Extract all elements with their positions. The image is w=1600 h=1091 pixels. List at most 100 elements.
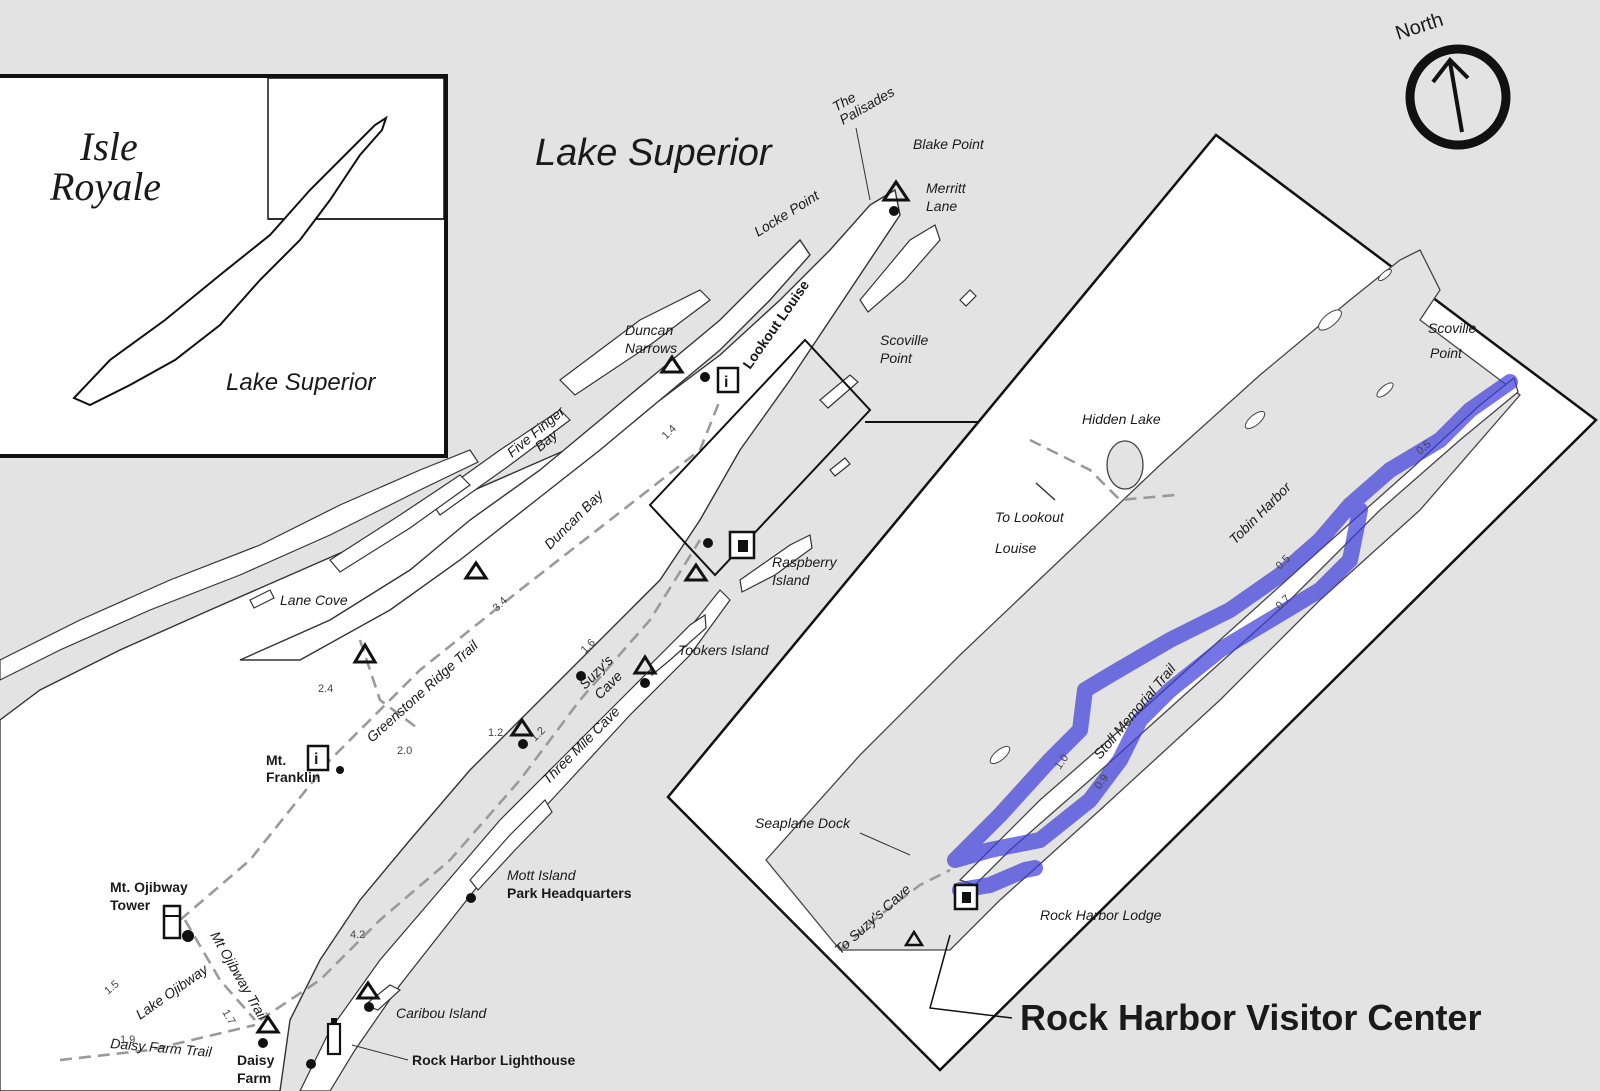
campground-icon bbox=[659, 354, 685, 374]
location-dot bbox=[889, 206, 899, 216]
detail-scoville-point-label-1: Scoville bbox=[1428, 320, 1476, 336]
mt-ojibway-trail-path bbox=[183, 919, 256, 1021]
to-lookout-louise-label-2: Louise bbox=[995, 540, 1036, 556]
small-islands bbox=[249, 224, 977, 1011]
location-dot bbox=[336, 766, 344, 774]
scoville-point-label-1: Scoville bbox=[880, 332, 928, 348]
trails bbox=[59, 399, 722, 1062]
mt-franklin-label-2: Franklin bbox=[266, 769, 320, 785]
lodging-icon bbox=[953, 883, 979, 911]
information-icon: i bbox=[716, 366, 740, 394]
five-finger-point-1 bbox=[559, 289, 711, 396]
lane-cove-label: Lane Cove bbox=[280, 592, 348, 608]
scoville-point-label-2: Point bbox=[880, 350, 913, 366]
trail-distance: 4.2 bbox=[350, 929, 365, 941]
campground-icon bbox=[632, 654, 658, 675]
north-arrow-icon bbox=[1405, 44, 1511, 150]
detail-islet bbox=[1378, 268, 1392, 282]
raspberry-island-label-2: Island bbox=[772, 572, 811, 588]
detail-suzys-cave-trail bbox=[839, 868, 951, 951]
three-mile-label: Three Mile Cave bbox=[539, 703, 623, 787]
detail-islet bbox=[989, 745, 1011, 765]
location-dot bbox=[466, 893, 476, 903]
palisades-leader bbox=[855, 127, 871, 201]
detail-panel: Scoville Point Hidden Lake Tobin Harbor … bbox=[666, 133, 1598, 1072]
lighthouse-leader bbox=[351, 1044, 409, 1061]
detail-water bbox=[765, 249, 1521, 951]
inset-title-line-2: Royale bbox=[49, 164, 161, 209]
northwest-shore bbox=[0, 449, 479, 681]
inset-title-line-1: Isle bbox=[79, 124, 138, 169]
merritt-islets bbox=[859, 224, 941, 313]
daisy-farm-label-2: Farm bbox=[237, 1070, 271, 1086]
detail-islet bbox=[1318, 309, 1342, 331]
tookers-island-label: Tookers Island bbox=[678, 642, 770, 658]
islet-c bbox=[959, 289, 977, 307]
location-dot bbox=[576, 671, 586, 681]
overview-inset: Isle Royale Lake Superior bbox=[0, 74, 448, 458]
map-symbols: i i bbox=[162, 179, 911, 1069]
campground-icon bbox=[255, 1014, 281, 1034]
svg-text:i: i bbox=[724, 374, 728, 391]
detail-scoville-point-label-2: Point bbox=[1430, 345, 1463, 361]
raspberry-island bbox=[739, 534, 813, 593]
hidden-lake bbox=[1106, 440, 1144, 490]
location-dot bbox=[640, 678, 650, 688]
compass-north-label: North bbox=[1393, 9, 1446, 45]
to-lookout-louise-label-1: To Lookout bbox=[995, 509, 1065, 525]
lighthouse-icon bbox=[326, 1018, 342, 1056]
main-landmass bbox=[0, 188, 901, 1091]
lane-cove-trail bbox=[358, 639, 421, 732]
southeast-shore bbox=[299, 589, 731, 1091]
mt-franklin-label-1: Mt. bbox=[266, 752, 286, 768]
campground-icon bbox=[355, 980, 381, 1000]
detail-area-box bbox=[648, 338, 872, 577]
duncan-narrows-label-2: Narrows bbox=[625, 340, 677, 356]
caribou-island-label: Caribou Island bbox=[396, 1005, 487, 1021]
campground-icon bbox=[463, 560, 489, 580]
locke-point-label: Locke Point bbox=[751, 187, 822, 240]
five-finger-point-3 bbox=[329, 474, 471, 573]
islet-b bbox=[249, 589, 275, 609]
location-dot bbox=[182, 930, 194, 942]
lookout-louise-trail bbox=[1029, 438, 1176, 502]
mott-island bbox=[469, 799, 553, 891]
daisy-farm-trail-path bbox=[59, 1023, 256, 1062]
svg-text:i: i bbox=[314, 751, 318, 768]
seaplane-dock-label: Seaplane Dock bbox=[755, 815, 851, 831]
merritt-lane-label-1: Merritt bbox=[926, 180, 967, 196]
rock-harbor-lodge-label: Rock Harbor Lodge bbox=[1040, 907, 1162, 923]
raspberry-island-label-1: Raspberry bbox=[772, 554, 838, 570]
mott-island-label: Mott Island bbox=[507, 867, 577, 883]
mt-ojibway-tower-label-2: Tower bbox=[110, 897, 151, 913]
visitor-center-label: Rock Harbor Visitor Center bbox=[1020, 997, 1481, 1038]
trail-distance: 2.0 bbox=[397, 745, 412, 757]
trail-distance: 1.2 bbox=[488, 727, 503, 739]
duncan-narrows-label-1: Duncan bbox=[625, 322, 673, 338]
tower-icon bbox=[162, 904, 182, 940]
rock-harbor-lighthouse-label: Rock Harbor Lighthouse bbox=[412, 1052, 576, 1068]
campground-icon bbox=[509, 717, 535, 737]
lake-superior-label: Lake Superior bbox=[535, 132, 773, 174]
five-finger-bay-label-1: Five Finger bbox=[504, 402, 569, 460]
daisy-farm-label-1: Daisy bbox=[237, 1052, 275, 1068]
detail-islet bbox=[1244, 410, 1266, 430]
shore-trail bbox=[259, 539, 702, 1022]
lodging-icon bbox=[728, 530, 756, 560]
to-lookout-arrow bbox=[1035, 482, 1056, 501]
information-icon: i bbox=[306, 744, 330, 772]
detail-islet bbox=[1376, 382, 1394, 398]
trail-distance: 2.4 bbox=[318, 683, 333, 695]
campground-icon bbox=[881, 179, 911, 202]
campground-icon bbox=[352, 642, 378, 664]
merritt-lane-label-2: Lane bbox=[926, 198, 957, 214]
visitor-center-leader bbox=[929, 934, 1013, 1019]
location-dot bbox=[703, 538, 713, 548]
trail-distance: 1.9 bbox=[120, 1034, 135, 1046]
location-dot bbox=[364, 1002, 374, 1012]
location-dot bbox=[700, 372, 710, 382]
location-dot bbox=[258, 1038, 268, 1048]
location-dot bbox=[306, 1059, 316, 1069]
inset-lake-label: Lake Superior bbox=[226, 369, 376, 396]
